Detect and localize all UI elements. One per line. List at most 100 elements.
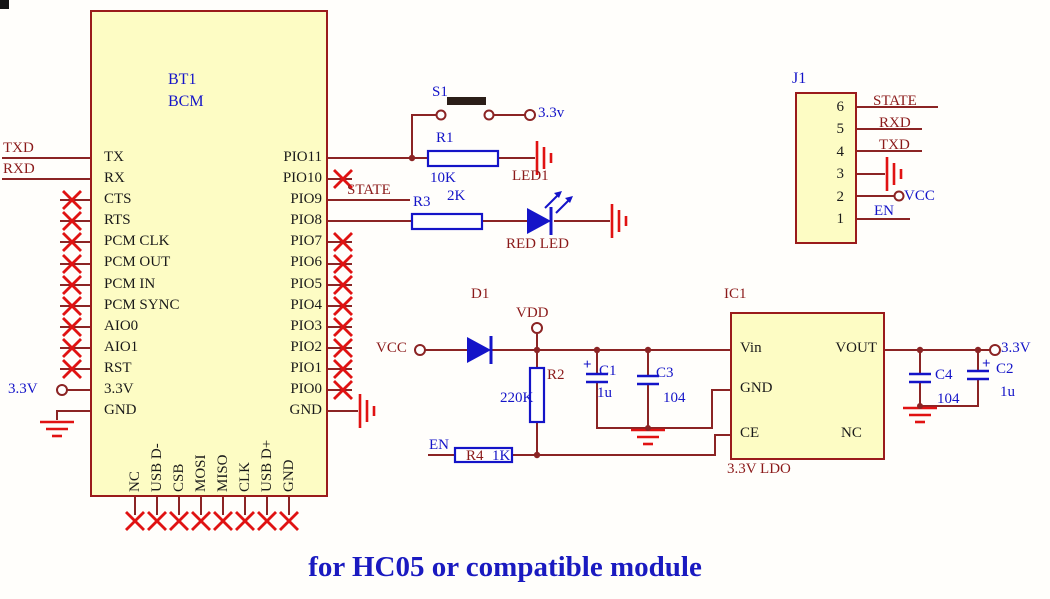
pin-label-vertical: MISO — [215, 454, 231, 492]
pin-label: 3.3V — [104, 381, 134, 398]
r3-refdes: R3 — [413, 194, 431, 210]
ic1-ldo-body — [730, 312, 885, 460]
r4-refdes: R4 — [466, 448, 484, 464]
c1-refdes: C1 — [599, 363, 617, 379]
capacitor-c1-symbol — [586, 372, 608, 384]
net-label-en: EN — [429, 437, 449, 453]
bt1-partname: BCM — [168, 93, 204, 110]
ground-icon — [358, 392, 376, 430]
capacitor-c2-symbol — [967, 369, 989, 381]
pin-label-vertical: USB D+ — [259, 439, 275, 492]
ic1-description: 3.3V LDO — [727, 461, 791, 477]
r4-value: 1K — [492, 448, 511, 464]
capacitor-c3-symbol — [637, 374, 659, 386]
c2-refdes: C2 — [996, 361, 1014, 377]
bt1-module-body — [90, 10, 328, 497]
switch-s1-symbol — [435, 97, 495, 121]
j1-pin-numbers: 6 5 4 3 2 1 — [806, 96, 845, 230]
terminal-3v3-key — [524, 109, 536, 121]
terminal-j1-vcc — [893, 190, 905, 202]
pin-label-vertical: CLK — [237, 462, 253, 492]
net-label-3v3-left: 3.3V — [8, 381, 38, 397]
net-label-rxd: RXD — [3, 161, 35, 177]
led1-symbol — [527, 191, 573, 235]
pin-label-vertical: NC — [127, 471, 143, 492]
pin-label: PIO7 — [290, 233, 322, 250]
net-label-state: STATE — [347, 182, 391, 198]
diode-d1-symbol — [467, 336, 493, 364]
j1-connector-body — [795, 92, 857, 244]
ic1-refdes: IC1 — [724, 286, 747, 302]
pin-label: PCM OUT — [104, 254, 171, 271]
resistor-r1-symbol — [426, 149, 500, 168]
pin-label: PCM IN — [104, 275, 156, 292]
pin-label: PIO8 — [290, 212, 322, 229]
led1-refdes: LED1 — [512, 168, 549, 184]
pin-label: GND — [289, 402, 323, 419]
junction-dots — [408, 154, 982, 459]
d1-refdes: D1 — [471, 286, 490, 302]
terminal-3v3-out — [989, 344, 1001, 356]
pin-number: 6 — [836, 99, 845, 115]
pin-label-vertical: GND — [281, 459, 297, 493]
terminal-vdd — [531, 322, 543, 334]
pin-label: RX — [104, 170, 125, 187]
bt1-right-pin-names: PIO11 PIO10 PIO9 PIO8 PIO7 PIO6 PIO5 PIO… — [214, 147, 322, 421]
ic1-pin-nc: NC — [841, 425, 862, 441]
ground-icon — [629, 428, 667, 446]
pin-label: RST — [104, 359, 132, 376]
terminal-vcc — [414, 344, 426, 356]
resistor-r3-symbol — [410, 212, 484, 231]
j1-net-state: STATE — [873, 93, 917, 109]
ground-icon — [610, 202, 628, 240]
net-label-vcc: VCC — [376, 340, 407, 356]
c4-refdes: C4 — [935, 367, 953, 383]
ground-icon — [38, 420, 76, 438]
r1-value: 10K — [430, 170, 456, 186]
pin-label: PIO0 — [290, 381, 322, 398]
net-label-3v3-out: 3.3V — [1001, 340, 1031, 356]
pin-label: CTS — [104, 191, 132, 208]
pin-label: AIO0 — [104, 317, 139, 334]
j1-net-vcc: VCC — [904, 188, 935, 204]
net-label-vdd: VDD — [516, 305, 549, 321]
j1-net-txd: TXD — [879, 137, 910, 153]
pin-number: 1 — [836, 210, 845, 227]
r3-value: 2K — [447, 188, 466, 204]
j1-refdes: J1 — [792, 70, 807, 87]
pin-number: 4 — [836, 143, 845, 160]
ic1-pin-gnd: GND — [740, 380, 773, 396]
ground-icon — [885, 155, 903, 193]
ic1-pin-ce: CE — [740, 425, 760, 441]
page-title: for HC05 or compatible module — [308, 551, 702, 583]
pin-label-vertical: CSB — [171, 463, 187, 492]
led1-description: RED LED — [506, 236, 569, 252]
c3-value: 104 — [663, 390, 686, 406]
j1-net-en: EN — [874, 203, 894, 219]
pin-label: PCM CLK — [104, 233, 170, 250]
wires — [2, 106, 990, 515]
j1-net-rxd: RXD — [879, 115, 911, 131]
pin-label: PIO6 — [290, 254, 322, 271]
pin-label: PIO5 — [290, 275, 322, 292]
pin-number: 5 — [836, 121, 845, 138]
pin-label: PIO9 — [290, 191, 322, 208]
c2-value: 1u — [1000, 384, 1015, 400]
pin-number: 3 — [836, 166, 845, 183]
r2-refdes: R2 — [547, 367, 565, 383]
terminal-3v3-left — [56, 384, 68, 396]
net-label-3v3-key: 3.3v — [538, 105, 565, 121]
r2-value: 220K — [500, 390, 534, 406]
net-label-txd: TXD — [3, 140, 34, 156]
pin-label: TX — [104, 149, 124, 165]
ic1-pin-vin: Vin — [740, 340, 762, 356]
ground-icon — [901, 406, 939, 424]
corner-mark — [0, 0, 9, 9]
c4-value: 104 — [937, 391, 960, 407]
c1-value: 1u — [597, 385, 612, 401]
pin-number: 2 — [836, 188, 845, 205]
pin-label: PIO2 — [290, 338, 322, 355]
terminal-circles — [56, 109, 1001, 396]
pin-label: AIO1 — [104, 338, 139, 355]
